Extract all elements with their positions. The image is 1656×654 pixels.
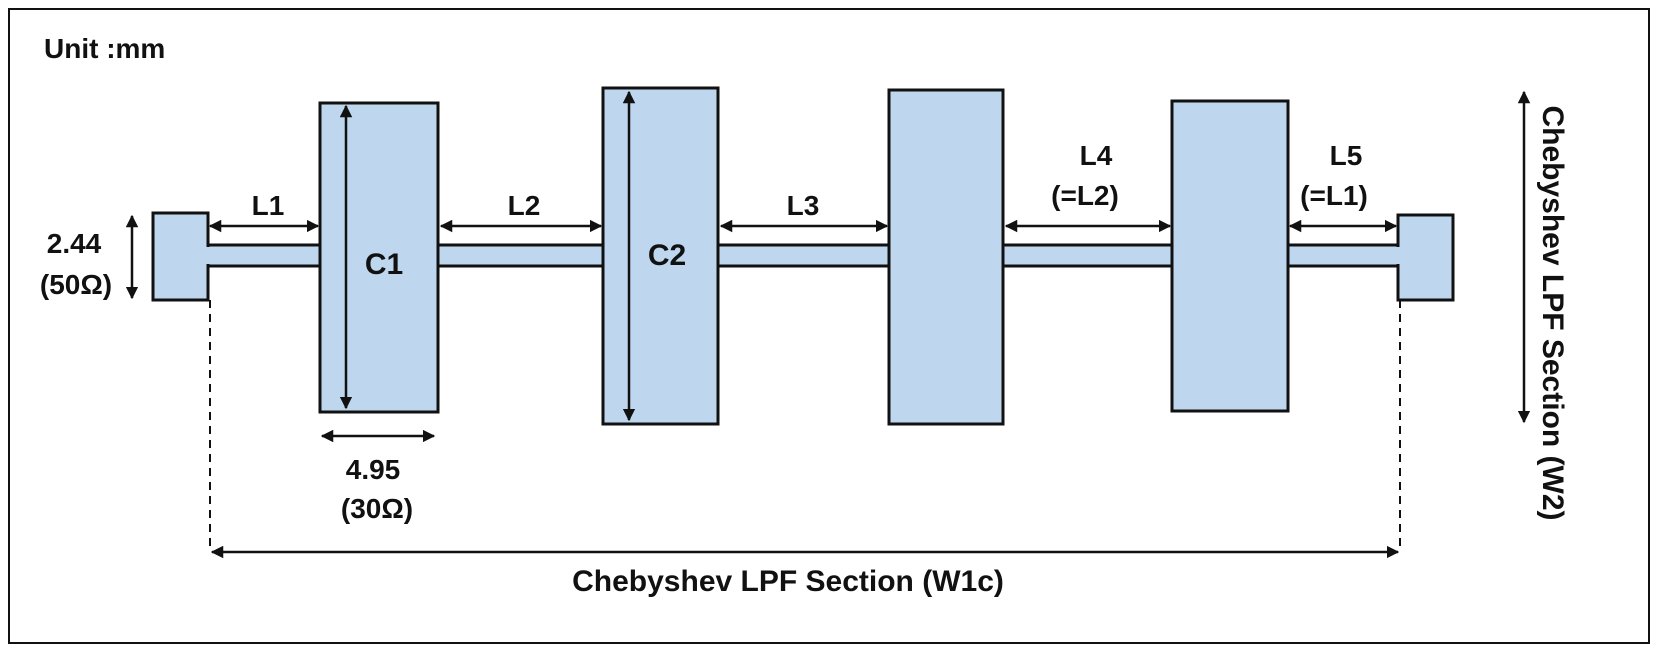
capacitor-stub-c3 — [887, 88, 1005, 426]
inductor-label-l4-equal: (=L2) — [1051, 180, 1119, 211]
transmission-line — [200, 245, 1400, 265]
feed-width-value: 2.44 — [47, 228, 102, 259]
feed-width-impedance: (50Ω) — [40, 269, 112, 300]
diagram-frame — [8, 8, 1650, 644]
horizontal-section-label: Chebyshev LPF Section (W1c) — [572, 565, 1004, 598]
inductor-label-l1: L1 — [252, 190, 285, 221]
cap-width-value: 4.95 — [346, 454, 401, 485]
capacitor-stub-c2 — [601, 86, 720, 426]
left-feed-pad — [151, 211, 210, 302]
right-feed-pad — [1396, 213, 1455, 302]
microstrip-layout — [151, 86, 1455, 426]
inductor-label-l2: L2 — [508, 190, 541, 221]
capacitor-label-c1: C1 — [365, 248, 403, 281]
cap-width-impedance: (30Ω) — [341, 493, 413, 524]
unit-label: Unit :mm — [44, 33, 165, 64]
vertical-section-label: Chebyshev LPF Section (W2) — [1536, 105, 1569, 520]
capacitor-stub-c4 — [1170, 99, 1290, 413]
inductor-label-l4: L4 — [1080, 140, 1113, 171]
inductor-label-l5: L5 — [1330, 140, 1363, 171]
inductor-label-l5-equal: (=L1) — [1300, 180, 1368, 211]
capacitor-label-c2: C2 — [648, 239, 686, 272]
capacitor-stub-c1 — [318, 101, 440, 414]
inductor-label-l3: L3 — [787, 190, 820, 221]
